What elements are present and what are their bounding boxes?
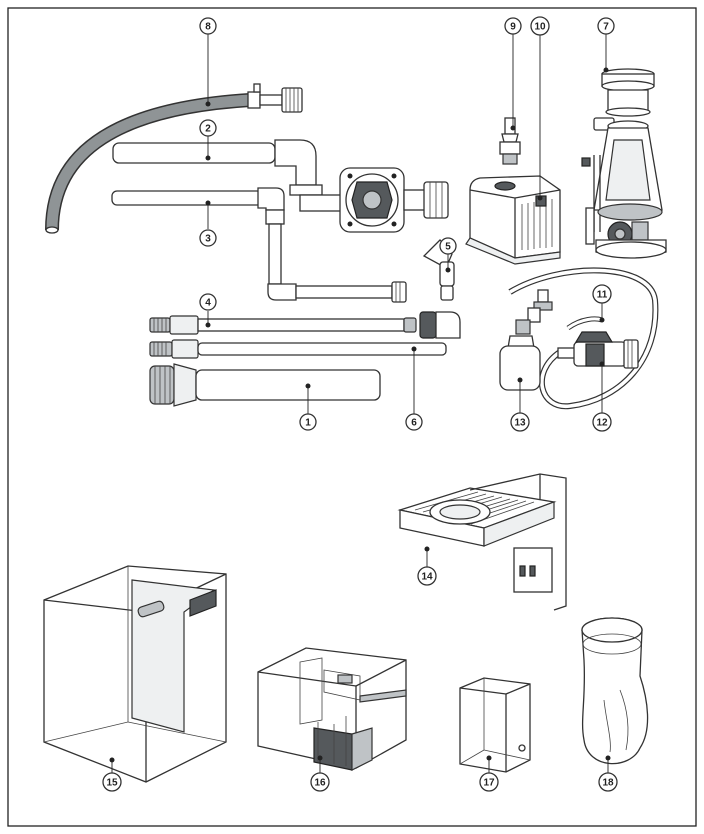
callout-7-label: 7 — [603, 22, 609, 33]
part-14-led-light-icon — [397, 473, 567, 611]
callout-12-label: 12 — [596, 418, 608, 429]
diagram-border — [7, 7, 697, 827]
part-18-filter-sock-icon — [581, 617, 649, 765]
callout-6: 6 — [405, 413, 423, 431]
callout-2-label: 2 — [205, 124, 211, 135]
callout-2: 2 — [199, 119, 217, 137]
callout-9: 9 — [504, 17, 522, 35]
callout-10: 10 — [530, 16, 550, 36]
callout-4-label: 4 — [205, 298, 211, 309]
part-3-overflow-pipe-icon — [111, 187, 407, 303]
callout-3-label: 3 — [205, 234, 211, 245]
callout-6-label: 6 — [411, 418, 417, 429]
callout-5-label: 5 — [445, 242, 451, 253]
callout-13-label: 13 — [514, 418, 526, 429]
part-9-barb-fitting-icon — [499, 117, 521, 165]
part-2-inlet-pipe-icon — [112, 139, 449, 233]
callout-16-label: 16 — [314, 778, 326, 789]
callout-15: 15 — [102, 772, 122, 792]
callout-8-label: 8 — [205, 22, 211, 33]
callout-5: 5 — [439, 237, 457, 255]
part-17-cabinet-icon — [459, 677, 531, 773]
callout-18: 18 — [598, 772, 618, 792]
callout-18-label: 18 — [602, 778, 614, 789]
part-10-pump-icon — [465, 175, 561, 265]
callout-17-label: 17 — [483, 778, 495, 789]
callout-12: 12 — [592, 412, 612, 432]
callout-8: 8 — [199, 17, 217, 35]
part-12-gate-valve-icon — [557, 331, 639, 369]
part-15-aquarium-tank-icon — [43, 565, 227, 783]
callout-15-label: 15 — [106, 778, 118, 789]
callout-13: 13 — [510, 412, 530, 432]
callout-11-label: 11 — [597, 290, 608, 301]
callout-10-label: 10 — [534, 22, 546, 33]
part-16-sump-icon — [257, 647, 407, 771]
part-1-large-pipe-icon — [149, 363, 381, 407]
part-7-skimmer-icon — [581, 68, 667, 259]
part-8-hose-icon — [45, 83, 303, 234]
callout-14: 14 — [417, 566, 437, 586]
callout-1-label: 1 — [305, 418, 311, 429]
part-6-straight-pipe-icon — [149, 339, 447, 359]
part-13-check-valve-icon — [499, 289, 553, 391]
callout-7: 7 — [597, 17, 615, 35]
part-4-threaded-pipe-icon — [149, 311, 461, 339]
callout-17: 17 — [479, 772, 499, 792]
callout-3: 3 — [199, 229, 217, 247]
callout-9-label: 9 — [510, 22, 516, 33]
callout-16: 16 — [310, 772, 330, 792]
callout-11: 11 — [592, 284, 612, 304]
callout-4: 4 — [199, 293, 217, 311]
leader-lines — [109, 34, 611, 774]
callout-14-label: 14 — [421, 572, 433, 583]
callout-1: 1 — [299, 413, 317, 431]
